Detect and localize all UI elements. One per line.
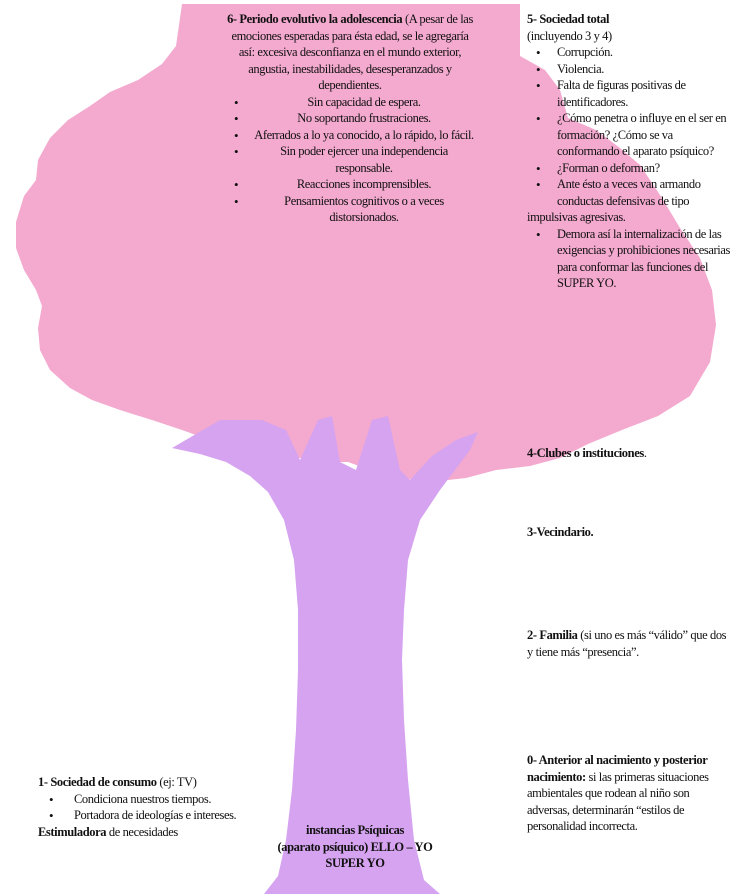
- list-item: Violencia.: [527, 61, 732, 78]
- block-total-society-list: Corrupción. Violencia. Falta de figuras …: [527, 44, 732, 209]
- psychic-instances-line3: SUPER YO: [280, 855, 430, 872]
- block-total-society: 5- Sociedad total (incluyendo 3 y 4) Cor…: [527, 11, 732, 292]
- list-item: Pensamientos cognitivos o a veces distor…: [226, 193, 474, 226]
- block-consumer-society-heading: 1- Sociedad de consumo (ej: TV): [38, 774, 248, 791]
- list-item: Sin poder ejercer una independencia resp…: [226, 143, 474, 176]
- block-adolescence-title: 6- Periodo evolutivo la adolescencia: [227, 12, 402, 26]
- block-neighborhood: 3-Vecindario.: [527, 524, 593, 541]
- psychic-instances-label: instancias Psíquicas (aparato psíquico) …: [280, 822, 430, 872]
- block-neighborhood-label: 3-Vecindario.: [527, 525, 593, 539]
- list-item: ¿Forman o deforman?: [527, 160, 732, 177]
- block-adolescence: 6- Periodo evolutivo la adolescencia (A …: [226, 11, 474, 226]
- block-consumer-society-title-suffix: (ej: TV): [157, 775, 197, 789]
- block-adolescence-list: Sin capacidad de espera. No soportando f…: [226, 94, 474, 226]
- list-item: Aferrados a lo ya conocido, a lo rápido,…: [226, 127, 474, 144]
- block-clubs: 4-Clubes o instituciones.: [527, 445, 647, 462]
- list-item: ¿Cómo penetra o influye en el ser en for…: [527, 110, 732, 160]
- block-adolescence-paragraph: 6- Periodo evolutivo la adolescencia (A …: [226, 11, 474, 94]
- list-item: Ante ésto a veces van armando conductas …: [527, 176, 732, 209]
- list-item: Portadora de ideologías e intereses.: [38, 807, 248, 824]
- block-family: 2- Familia (si uno es más “válido” que d…: [527, 627, 732, 660]
- block-total-society-list-2: Demora así la internalización de las exi…: [527, 226, 732, 292]
- block-consumer-society: 1- Sociedad de consumo (ej: TV) Condicio…: [38, 774, 248, 840]
- psychic-instances-line2: (aparato psíquico) ELLO – YO: [260, 839, 450, 856]
- list-item: Demora así la internalización de las exi…: [527, 226, 732, 292]
- list-item: Corrupción.: [527, 44, 732, 61]
- block-consumer-society-footer-rest: de necesidades: [106, 825, 178, 839]
- block-total-society-subtitle: (incluyendo 3 y 4): [527, 28, 732, 45]
- list-item: Condiciona nuestros tiempos.: [38, 791, 248, 808]
- block-total-society-title: 5- Sociedad total: [527, 11, 732, 28]
- block-consumer-society-list: Condiciona nuestros tiempos. Portadora d…: [38, 791, 248, 824]
- list-item: Falta de figuras positivas de identifica…: [527, 77, 732, 110]
- list-item: Sin capacidad de espera.: [226, 94, 474, 111]
- list-item: Reacciones incomprensibles.: [226, 176, 474, 193]
- block-total-society-continuation: impulsivas agresivas.: [527, 209, 732, 226]
- block-family-label: 2- Familia: [527, 628, 578, 642]
- block-clubs-label: 4-Clubes o instituciones: [527, 446, 644, 460]
- block-clubs-suffix: .: [644, 446, 647, 460]
- psychic-instances-line1: instancias Psíquicas: [280, 822, 430, 839]
- block-birth: 0- Anterior al nacimiento y posterior na…: [527, 752, 727, 835]
- block-consumer-society-footer: Estimuladora de necesidades: [38, 824, 248, 841]
- block-consumer-society-title: 1- Sociedad de consumo: [38, 775, 157, 789]
- block-consumer-society-footer-bold: Estimuladora: [38, 825, 106, 839]
- list-item: No soportando frustraciones.: [226, 110, 474, 127]
